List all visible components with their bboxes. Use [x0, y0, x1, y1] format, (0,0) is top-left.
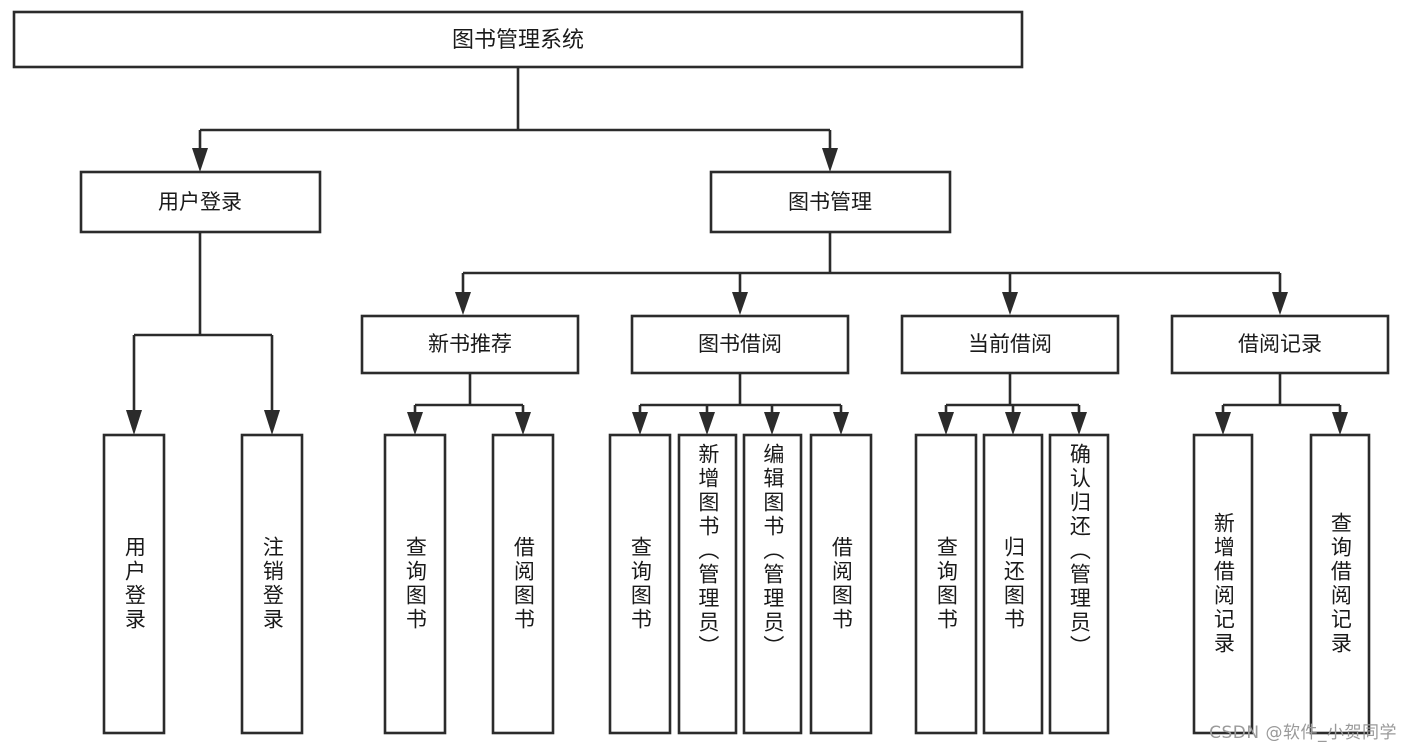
arrow-to-leaf-query-book-2 [632, 412, 648, 435]
arrow-to-leaf-borrow-book-2 [833, 412, 849, 435]
arrow-to-leaf-edit-book [764, 412, 780, 435]
node-borrow-record[interactable]: 借阅记录 [1170, 314, 1390, 375]
node-leaf-borrow-book-1-box[interactable] [491, 433, 555, 735]
arrow-to-user-login [192, 148, 208, 172]
node-book-borrow-box[interactable] [630, 314, 850, 375]
node-leaf-query-book-2-box[interactable] [608, 433, 672, 735]
arrow-to-leaf-user-login [126, 410, 142, 435]
node-root-label: 图书管理系统 [452, 28, 584, 53]
node-leaf-query-book-3-box[interactable] [914, 433, 978, 735]
node-current-borrow-box[interactable] [900, 314, 1120, 375]
node-new-book-rec-box[interactable] [360, 314, 580, 375]
arrow-to-book-borrow [732, 292, 748, 315]
node-leaf-add-record-box[interactable] [1192, 433, 1254, 735]
node-book-borrow-label: 图书借阅 [698, 332, 782, 356]
arrow-to-new-book-rec [455, 292, 471, 315]
connector-group [126, 67, 1348, 435]
node-new-book-rec[interactable]: 新书推荐 [360, 314, 580, 375]
arrow-to-leaf-query-record [1332, 412, 1348, 435]
node-user-login[interactable]: 用户登录 [79, 170, 322, 234]
node-leaf-query-book-1-box[interactable] [383, 433, 447, 735]
arrow-to-leaf-query-book-1 [407, 412, 423, 435]
node-book-manage-box[interactable] [709, 170, 952, 234]
arrow-to-current-borrow [1002, 292, 1018, 315]
node-leaf-confirm-return-box[interactable] [1048, 433, 1110, 735]
arrow-to-leaf-add-book [699, 412, 715, 435]
node-user-login-label: 用户登录 [158, 190, 242, 214]
node-current-borrow-label: 当前借阅 [968, 332, 1052, 356]
node-leaf-add-book-box[interactable] [677, 433, 738, 735]
node-borrow-record-label: 借阅记录 [1238, 332, 1322, 356]
node-new-book-rec-label: 新书推荐 [428, 332, 512, 356]
csdn-watermark: CSDN @软件_小贺同学 [1209, 723, 1397, 743]
node-book-borrow[interactable]: 图书借阅 [630, 314, 850, 375]
arrow-to-leaf-borrow-book-1 [515, 412, 531, 435]
arrow-to-borrow-record [1272, 292, 1288, 315]
node-root-box[interactable] [12, 10, 1024, 69]
node-user-login-box[interactable] [79, 170, 322, 234]
node-leaf-return-book-box[interactable] [982, 433, 1044, 735]
node-borrow-record-box[interactable] [1170, 314, 1390, 375]
arrow-to-leaf-add-record [1215, 412, 1231, 435]
node-leaf-user-logout-box[interactable] [240, 433, 304, 735]
node-leaf-borrow-book-2-box[interactable] [809, 433, 873, 735]
node-book-manage[interactable]: 图书管理 [709, 170, 952, 234]
arrow-to-leaf-confirm-return [1071, 412, 1087, 435]
node-current-borrow[interactable]: 当前借阅 [900, 314, 1120, 375]
node-leaf-user-login-box[interactable] [102, 433, 166, 735]
node-leaf-query-record-box[interactable] [1309, 433, 1371, 735]
arrow-to-leaf-return-book [1005, 412, 1021, 435]
arrow-to-book-manage [822, 148, 838, 172]
node-root[interactable]: 图书管理系统 [12, 10, 1024, 69]
arrow-to-leaf-query-book-3 [938, 412, 954, 435]
node-book-manage-label: 图书管理 [788, 190, 872, 214]
arrow-to-leaf-user-logout [264, 410, 280, 435]
node-leaf-edit-book-box[interactable] [742, 433, 803, 735]
